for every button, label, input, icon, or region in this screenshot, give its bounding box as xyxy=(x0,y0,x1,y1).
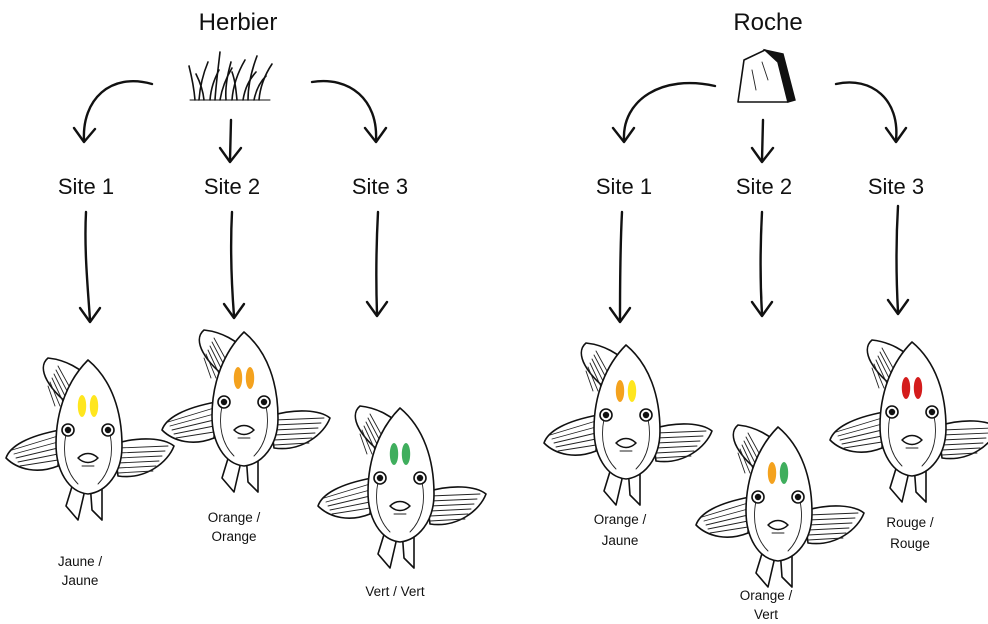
site-label-roche-1: Site 1 xyxy=(596,174,652,199)
fish-roche-site-1 xyxy=(543,342,713,506)
left-fin xyxy=(161,401,217,443)
arrow-herbier-to-site-1 xyxy=(82,80,154,142)
fish-herbier-site-2 xyxy=(161,329,331,493)
fish-caption-herbier-site-2: Orange / Orange xyxy=(208,510,261,544)
fish-roche-site-2 xyxy=(695,424,865,588)
mouth xyxy=(615,437,637,449)
group-title-herbier: Herbier xyxy=(199,9,278,36)
site-label-herbier-1: Site 1 xyxy=(58,174,114,199)
caption-line: Vert / Vert xyxy=(365,584,425,599)
site-label-roche-2: Site 2 xyxy=(736,174,792,199)
tag-spot-right xyxy=(779,462,789,484)
site-label-roche-3: Site 3 xyxy=(868,174,924,199)
fish-body xyxy=(745,426,813,562)
fish-body xyxy=(879,341,947,477)
site-label-herbier-3: Site 3 xyxy=(352,174,408,199)
tag-spot-right xyxy=(627,380,637,402)
fish-caption-herbier-site-1: Jaune / Jaune xyxy=(58,554,103,588)
tag-spot-left xyxy=(389,443,399,465)
tag-spot-right xyxy=(245,367,255,389)
arrow-roche-to-site-3 xyxy=(834,81,898,142)
arrow-site-3-to-fish xyxy=(895,204,900,314)
tag-spot-left xyxy=(767,462,777,484)
group-title-roche: Roche xyxy=(733,9,802,36)
fish-herbier-site-3 xyxy=(317,405,487,569)
caption-line: Orange / xyxy=(208,510,261,525)
caption-line: Rouge / xyxy=(886,515,934,530)
left-fin xyxy=(317,477,373,519)
caption-line: Orange / xyxy=(594,512,647,527)
caption-line: Jaune xyxy=(602,533,639,548)
tag-spot-left xyxy=(77,395,87,417)
caption-line: Jaune / xyxy=(58,554,103,569)
fish-caption-roche-site-2: Orange / Vert xyxy=(740,588,793,622)
arrow-roche-to-site-2 xyxy=(760,118,765,162)
caption-line: Orange / xyxy=(740,588,793,603)
arrow-site-1-to-fish xyxy=(84,210,92,322)
caption-line: Jaune xyxy=(62,573,99,588)
arrow-herbier-to-site-2 xyxy=(228,118,233,162)
arrows-herbier xyxy=(72,79,389,324)
fish-roche-site-3 xyxy=(829,339,988,503)
arrow-site-1-to-fish xyxy=(618,210,624,322)
grass-icon xyxy=(188,51,273,101)
caption-line: Vert xyxy=(754,607,778,622)
caption-line: Orange xyxy=(211,529,256,544)
fish-caption-roche-site-3: Rouge / Rouge xyxy=(886,515,934,551)
fish-herbier-site-1 xyxy=(5,357,175,521)
left-fin xyxy=(5,429,61,471)
arrow-site-2-to-fish xyxy=(759,210,764,316)
mouth xyxy=(767,519,789,531)
arrow-herbier-to-site-3 xyxy=(310,79,378,142)
caption-line: Rouge xyxy=(890,536,930,551)
fish-body xyxy=(211,331,279,467)
mouth xyxy=(233,424,255,436)
left-fin xyxy=(543,414,599,456)
site-label-herbier-2: Site 2 xyxy=(204,174,260,199)
fish-body xyxy=(55,359,123,495)
mouth xyxy=(389,500,411,512)
tag-spot-left xyxy=(233,367,243,389)
arrow-roche-to-site-1 xyxy=(622,81,717,142)
arrow-site-2-to-fish xyxy=(229,210,236,318)
arrow-site-3-to-fish xyxy=(375,210,380,316)
tag-spot-left xyxy=(901,377,911,399)
fish-caption-roche-site-1: Orange / Jaune xyxy=(594,512,647,548)
tag-spot-right xyxy=(401,443,411,465)
tag-spot-left xyxy=(615,380,625,402)
left-fin xyxy=(695,496,751,538)
tag-spot-right xyxy=(89,395,99,417)
tag-spot-right xyxy=(913,377,923,399)
arrows-roche xyxy=(608,81,910,324)
rock-icon xyxy=(737,48,796,103)
fish-body xyxy=(367,407,435,543)
fish-caption-herbier-site-3: Vert / Vert xyxy=(365,584,425,599)
left-fin xyxy=(829,411,885,453)
mouth xyxy=(901,434,923,446)
mouth xyxy=(77,452,99,464)
fish-body xyxy=(593,344,661,480)
